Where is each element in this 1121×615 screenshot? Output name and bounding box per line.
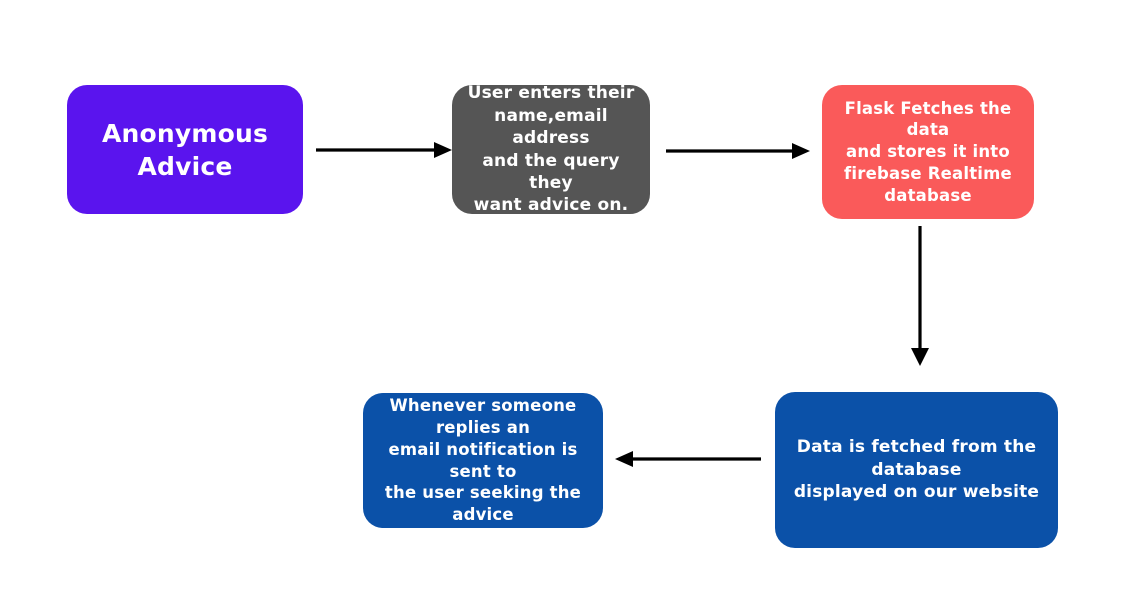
arrow-start-to-user-input: [316, 142, 452, 158]
flow-node-data-display[interactable]: Data is fetched from the database displa…: [775, 392, 1058, 548]
flow-node-label: Anonymous Advice: [101, 118, 269, 181]
flow-node-label: Whenever someone replies an email notifi…: [384, 396, 582, 525]
flow-node-label: User enters their name,email address and…: [467, 83, 635, 216]
flow-node-email-notification[interactable]: Whenever someone replies an email notifi…: [363, 393, 603, 528]
flow-node-anonymous-advice[interactable]: Anonymous Advice: [67, 85, 303, 214]
flow-node-flask-firebase[interactable]: Flask Fetches the data and stores it int…: [822, 85, 1034, 219]
arrow-user-input-to-flask: [666, 143, 810, 159]
flow-node-user-input[interactable]: User enters their name,email address and…: [452, 83, 650, 216]
arrow-display-to-notify: [615, 451, 761, 467]
arrow-flask-to-display: [911, 226, 929, 366]
flow-node-label: Flask Fetches the data and stores it int…: [844, 98, 1012, 205]
flow-node-label: Data is fetched from the database displa…: [793, 437, 1040, 503]
